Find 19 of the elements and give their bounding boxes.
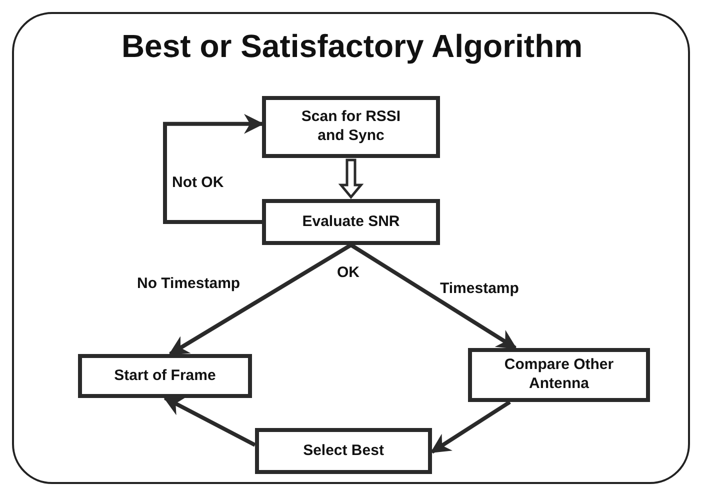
diagram-title: Best or Satisfactory Algorithm [120, 28, 584, 65]
process-box [468, 348, 650, 402]
box-text: Compare Other Antenna [503, 356, 615, 394]
process-box [262, 96, 440, 158]
process-box [78, 354, 252, 398]
arrow [430, 400, 511, 454]
block-arrow [338, 158, 364, 199]
process-box [255, 428, 432, 474]
box-text: Evaluate SNR [301, 212, 401, 232]
arrow [168, 243, 352, 356]
edge-label: No Timestamp [135, 275, 242, 292]
edge-label: Timestamp [438, 280, 521, 297]
arrow [163, 396, 256, 447]
process-box [262, 199, 440, 245]
box-text: Select Best [302, 442, 385, 460]
box-text: Scan for RSSI and Sync [300, 108, 402, 146]
arrow [163, 114, 264, 224]
box-text: Start of Frame [113, 366, 217, 386]
arrow [350, 243, 518, 350]
